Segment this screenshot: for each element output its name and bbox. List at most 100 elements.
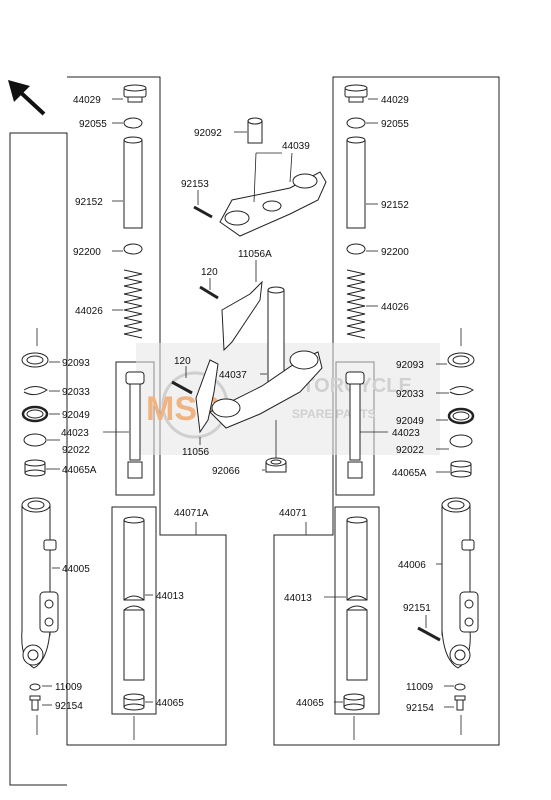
oil-seal-part [21, 352, 49, 368]
label-92200-right: 92200 [381, 247, 409, 258]
right-fork-outline [273, 76, 500, 746]
label-92022-left: 92022 [62, 445, 90, 456]
steering-parts [171, 117, 327, 473]
label-44005: 44005 [62, 564, 90, 575]
label-44023-right: 44023 [392, 428, 420, 439]
label-120-lower: 120 [174, 356, 191, 367]
label-44013-left: 44013 [156, 591, 184, 602]
right-dust-seal-part [447, 407, 475, 425]
cap-bolt-part [123, 84, 147, 103]
mount-bolt-upper [199, 285, 219, 300]
lower-bushing-part [123, 693, 145, 711]
label-92033-right: 92033 [396, 389, 424, 400]
gasket-part [29, 683, 41, 691]
label-92093-left: 92093 [62, 358, 90, 369]
right-gasket-part [454, 683, 466, 691]
label-92055-right: 92055 [381, 119, 409, 130]
steering-collar-part [247, 117, 263, 144]
damper-rod-part [125, 371, 145, 479]
bolt-part [29, 695, 41, 711]
label-92152-right: 92152 [381, 200, 409, 211]
stem-bracket-part [209, 286, 323, 429]
label-11056A: 11056A [238, 249, 272, 260]
label-120-upper: 120 [201, 267, 218, 278]
right-fork-parts [343, 84, 479, 711]
center-leader-lines [185, 131, 293, 471]
spring-part [123, 269, 143, 339]
label-44039: 44039 [282, 141, 310, 152]
label-44029-left: 44029 [73, 95, 101, 106]
bracket-part [195, 359, 219, 434]
right-bushing-part [450, 460, 472, 478]
arrow-up-left-icon [8, 80, 46, 116]
right-cap-bolt-part [344, 84, 368, 103]
label-92049-left: 92049 [62, 410, 90, 421]
label-44029-right: 44029 [381, 95, 409, 106]
pinch-bolt-part [193, 205, 213, 219]
label-92093-right: 92093 [396, 360, 424, 371]
part-number-labels: 44029 92055 92152 92200 44026 92093 9203… [55, 95, 434, 714]
flat-washer-part [23, 433, 47, 447]
upper-bracket-part [219, 171, 327, 237]
mount-bolt-lower [171, 380, 193, 395]
o-ring-part [123, 117, 143, 129]
label-92200-left: 92200 [73, 247, 101, 258]
label-11009-right: 11009 [406, 682, 434, 693]
right-caliper-bolt-part [417, 626, 441, 642]
label-11056: 11056 [182, 447, 210, 458]
label-92033-left: 92033 [62, 387, 90, 398]
right-bolt-part [454, 695, 466, 711]
washer-part [123, 243, 143, 255]
right-collar-part [346, 136, 366, 229]
label-44065A-left: 44065A [62, 465, 97, 476]
clip-part [23, 386, 48, 396]
label-44006: 44006 [398, 560, 426, 571]
inner-tube-part [123, 516, 145, 681]
label-92092: 92092 [194, 128, 222, 139]
label-44026-left: 44026 [75, 306, 103, 317]
label-92152-left: 92152 [75, 197, 103, 208]
label-92153: 92153 [181, 179, 209, 190]
label-44065-left: 44065 [156, 698, 184, 709]
right-inner-tube-box [334, 506, 380, 715]
label-92055-left: 92055 [79, 119, 107, 130]
right-spring-part [346, 269, 366, 339]
right-lower-bushing-part [343, 693, 365, 711]
right-outer-tube-part [441, 497, 479, 669]
label-44026-right: 44026 [381, 302, 409, 313]
label-92154-left: 92154 [55, 701, 83, 712]
right-damper-rod-part [345, 371, 365, 479]
left-fork-parts [21, 84, 147, 711]
right-flat-washer-part [449, 434, 473, 448]
label-92049-right: 92049 [396, 416, 424, 427]
label-92022-right: 92022 [396, 445, 424, 456]
left-leader-lines [36, 98, 197, 740]
right-clip-part [449, 386, 474, 396]
label-44037: 44037 [219, 370, 247, 381]
right-oil-seal-part [447, 352, 475, 368]
left-inner-tube-box [111, 506, 157, 715]
label-44023-left: 44023 [61, 428, 89, 439]
bushing-part [24, 459, 46, 477]
label-44071A: 44071A [174, 508, 209, 519]
label-44071: 44071 [279, 508, 307, 519]
right-o-ring-part [346, 117, 366, 129]
stem-nut-part [265, 457, 287, 473]
bracket-a-part [221, 280, 263, 352]
dust-seal-part [21, 405, 49, 423]
label-11009-left: 11009 [55, 682, 83, 693]
label-44013-right: 44013 [284, 593, 312, 604]
label-92154-right: 92154 [406, 703, 434, 714]
label-44065A-right: 44065A [392, 468, 427, 479]
left-fork-outline [9, 76, 227, 786]
watermark-line2: SPARE PARTS [292, 407, 376, 421]
right-washer-part [346, 243, 366, 255]
right-leader-lines [305, 98, 462, 740]
label-44065-right: 44065 [296, 698, 324, 709]
label-92066: 92066 [212, 466, 240, 477]
right-inner-tube-part [346, 516, 368, 681]
collar-part [123, 136, 143, 229]
outer-tube-part [21, 497, 59, 669]
label-92151: 92151 [403, 603, 431, 614]
